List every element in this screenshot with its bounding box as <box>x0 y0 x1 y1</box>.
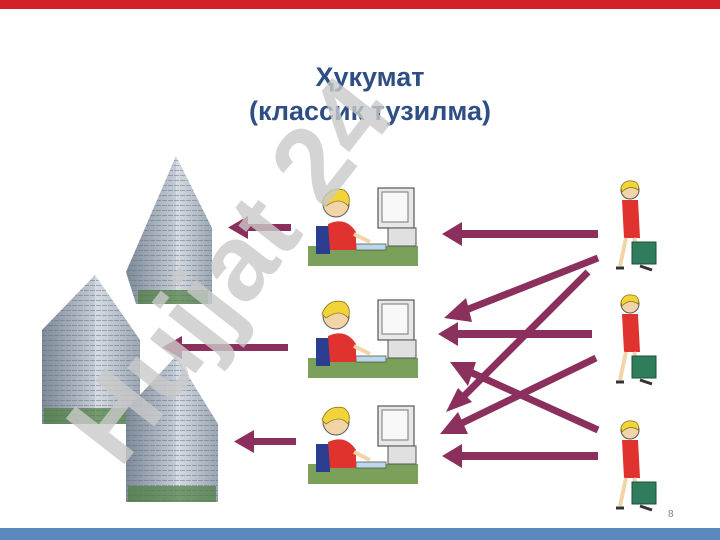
bottom-accent-bar <box>0 528 720 540</box>
arrow-icon <box>234 430 296 453</box>
walking-person-icon <box>616 420 657 512</box>
arrow-icon <box>440 354 598 434</box>
office-worker-icon <box>308 405 418 484</box>
building-icon <box>126 156 212 304</box>
slide-title: Ҳукумат (классик тузилма) <box>0 60 720 128</box>
arrow-icon <box>228 216 291 239</box>
title-line-2: (классик тузилма) <box>249 96 491 126</box>
walking-person-icon <box>616 294 657 386</box>
top-accent-bar <box>0 0 720 9</box>
arrows-diagonal <box>440 254 600 434</box>
arrow-icon <box>162 336 288 359</box>
title-line-1: Ҳукумат <box>315 62 425 92</box>
building-icon <box>42 275 140 424</box>
page-number: 8 <box>668 509 674 520</box>
arrows-to-buildings <box>162 216 296 453</box>
arrow-icon <box>444 254 600 322</box>
building-icon <box>126 356 218 502</box>
arrow-icon <box>450 362 600 434</box>
walking-person-icon <box>616 180 657 272</box>
office-worker-icon <box>308 299 418 378</box>
office-worker-icon <box>308 187 418 266</box>
arrow-icon <box>442 222 598 246</box>
arrow-icon <box>442 444 598 468</box>
